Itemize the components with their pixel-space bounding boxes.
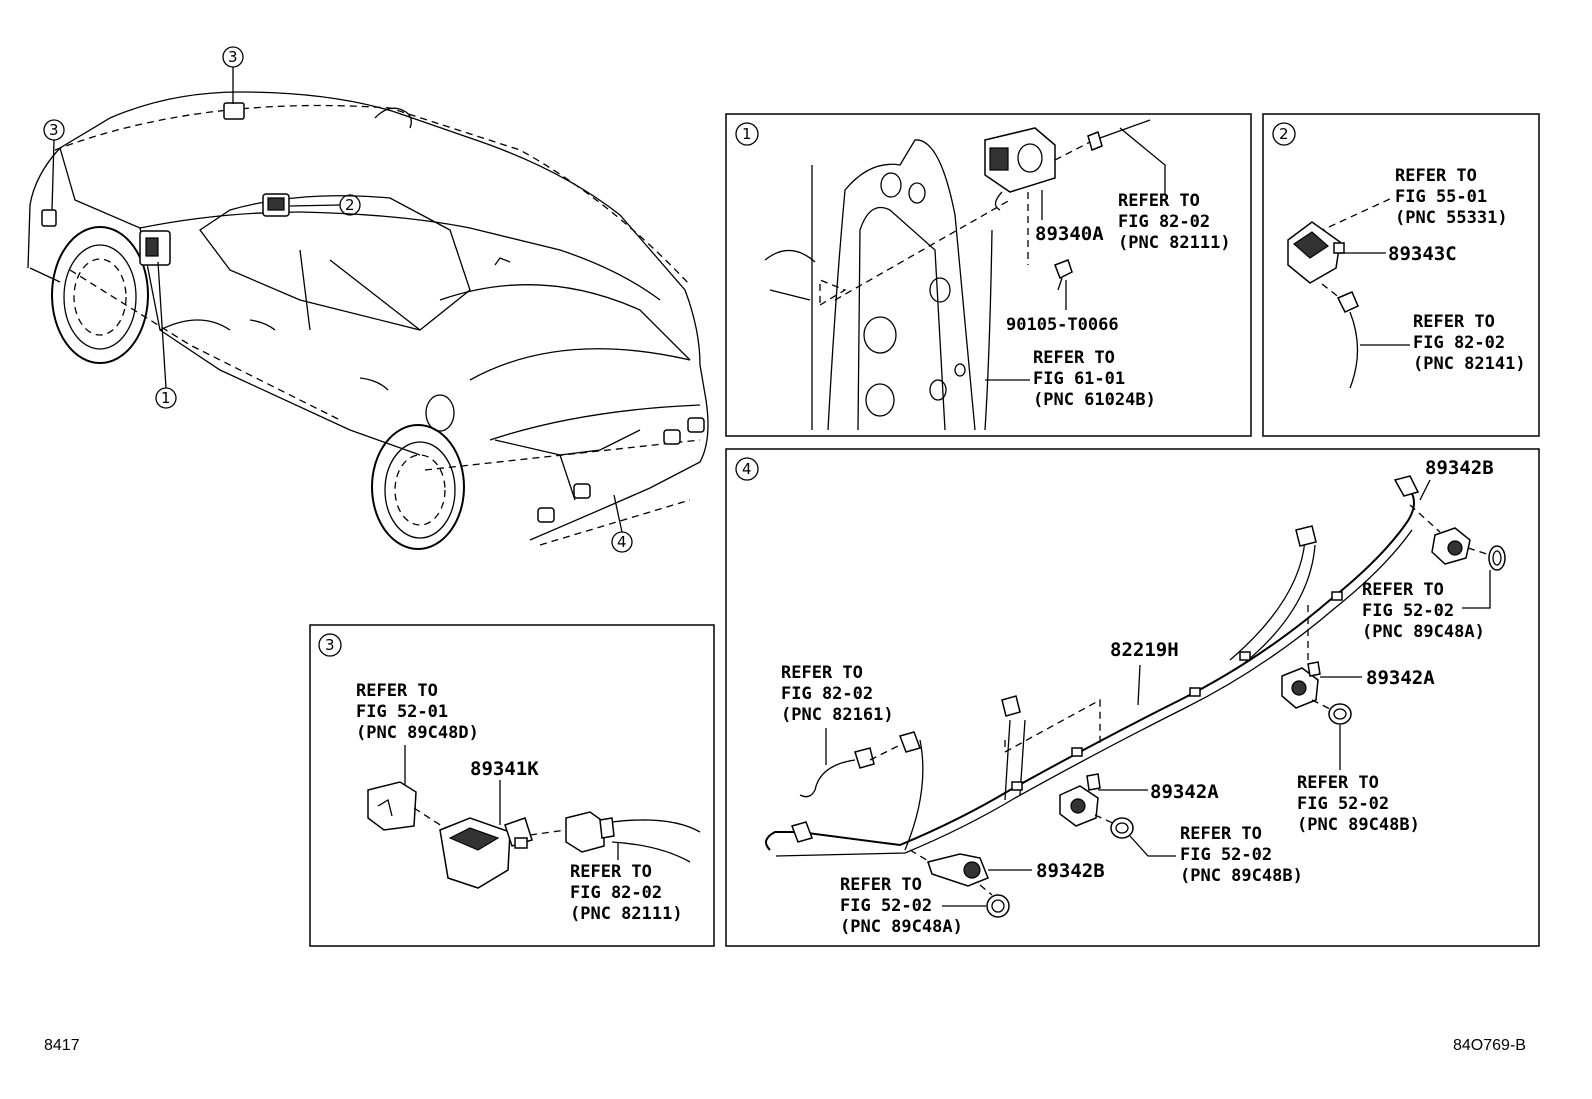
sensor-89342B-top-drawing xyxy=(1431,527,1506,571)
sensor-89342A-mid-drawing xyxy=(1059,773,1134,839)
callout-number: 4 xyxy=(617,533,627,551)
footer-right-code: 84O769-B xyxy=(1453,1037,1526,1054)
callout-number: 3 xyxy=(228,48,238,66)
panel3-ref1-line1: REFER TO xyxy=(356,681,438,701)
sensor-89342A-right-drawing xyxy=(1281,661,1352,725)
panel4-ref2-line2: FIG 82-02 xyxy=(781,684,873,704)
panel3-ref1-line2: FIG 52-01 xyxy=(356,702,448,722)
panel1-ref1-line3: (PNC 82111) xyxy=(1118,233,1231,253)
panel4-ref1-line3: (PNC 89C48A) xyxy=(1362,622,1485,642)
panel3-ref2-line3: (PNC 82111) xyxy=(570,904,683,924)
part-82219H: 82219H xyxy=(1110,639,1179,661)
panel1-ref2-line1: REFER TO xyxy=(1033,348,1115,368)
car-overview-drawing xyxy=(27,91,709,550)
part-89340A: 89340A xyxy=(1035,223,1104,245)
panel4-ref1-line2: FIG 52-02 xyxy=(1362,601,1454,621)
car-callout-3a: 3 xyxy=(222,46,244,104)
part-89341K-drawing xyxy=(439,817,533,889)
part-89343C: 89343C xyxy=(1388,243,1457,265)
car-callout-2: 2 xyxy=(289,194,361,216)
car-callout-3b: 3 xyxy=(43,119,65,211)
panel1-ref1-line2: FIG 82-02 xyxy=(1118,212,1210,232)
footer-left-code: 8417 xyxy=(44,1037,80,1054)
panel1-ref2-line3: (PNC 61024B) xyxy=(1033,390,1156,410)
sensor-89342B-bottom-drawing xyxy=(927,853,1010,918)
part-89342A-right: 89342A xyxy=(1366,667,1435,689)
panel1-ref2-line2: FIG 61-01 xyxy=(1033,369,1125,389)
panel4-ref3-line3: (PNC 89C48B) xyxy=(1297,815,1420,835)
panel2-ref1-line1: REFER TO xyxy=(1395,166,1477,186)
panel2-ref2-line2: FIG 82-02 xyxy=(1413,333,1505,353)
connector-82111-drawing xyxy=(565,811,615,853)
panel2-ref2-line1: REFER TO xyxy=(1413,312,1495,332)
panel-3: 3 REFER TO FIG 52-01 (PNC 89C48D) 89341K… xyxy=(309,624,715,947)
car-callout-1: 1 xyxy=(155,261,177,409)
callout-number: 1 xyxy=(161,389,171,407)
part-89343C-drawing xyxy=(1287,221,1345,284)
panel4-ref5-line3: (PNC 89C48A) xyxy=(840,917,963,937)
part-90105-T0066: 90105-T0066 xyxy=(1006,315,1119,335)
part-89342B-bottom: 89342B xyxy=(1036,860,1105,882)
panel4-ref3-line2: FIG 52-02 xyxy=(1297,794,1389,814)
panel-2: 2 REFER TO FIG 55-01 (PNC 55331) 89343C … xyxy=(1262,113,1540,437)
panel1-ref1-line1: REFER TO xyxy=(1118,191,1200,211)
car-callout-4: 4 xyxy=(611,494,633,553)
panel-4-callout: 4 xyxy=(742,460,752,478)
panel-1-callout: 1 xyxy=(742,125,752,143)
panel2-ref1-line3: (PNC 55331) xyxy=(1395,208,1508,228)
panel-4: 4 82219H 89342B xyxy=(725,448,1540,947)
panel3-ref2-line2: FIG 82-02 xyxy=(570,883,662,903)
panel3-ref1-line3: (PNC 89C48D) xyxy=(356,723,479,743)
panel4-ref4-line2: FIG 52-02 xyxy=(1180,845,1272,865)
panel4-ref4-line1: REFER TO xyxy=(1180,824,1262,844)
panel4-ref5-line1: REFER TO xyxy=(840,875,922,895)
panel-1: 1 89340A 901 xyxy=(725,113,1252,437)
panel-2-callout: 2 xyxy=(1279,125,1289,143)
part-89342A-mid: 89342A xyxy=(1150,781,1219,803)
bolt-90105-T0066-drawing xyxy=(1054,259,1073,291)
harness-82219H-drawing xyxy=(765,475,1420,857)
panel-3-callout: 3 xyxy=(325,636,335,654)
panel4-ref2-line3: (PNC 82161) xyxy=(781,705,894,725)
callout-number: 2 xyxy=(345,196,355,214)
panel4-ref1-line1: REFER TO xyxy=(1362,580,1444,600)
panel4-ref5-line2: FIG 52-02 xyxy=(840,896,932,916)
part-89341K: 89341K xyxy=(470,758,539,780)
part-89342B-top: 89342B xyxy=(1425,457,1494,479)
bracket-89C48D-drawing xyxy=(367,781,417,831)
panel4-ref2-line1: REFER TO xyxy=(781,663,863,683)
panel3-ref2-line1: REFER TO xyxy=(570,862,652,882)
panel2-ref1-line2: FIG 55-01 xyxy=(1395,187,1487,207)
part-89340A-drawing xyxy=(984,127,1056,211)
panel4-ref3-line1: REFER TO xyxy=(1297,773,1379,793)
panel2-ref2-line3: (PNC 82141) xyxy=(1413,354,1526,374)
callout-number: 3 xyxy=(49,121,59,139)
panel4-ref4-line3: (PNC 89C48B) xyxy=(1180,866,1303,886)
